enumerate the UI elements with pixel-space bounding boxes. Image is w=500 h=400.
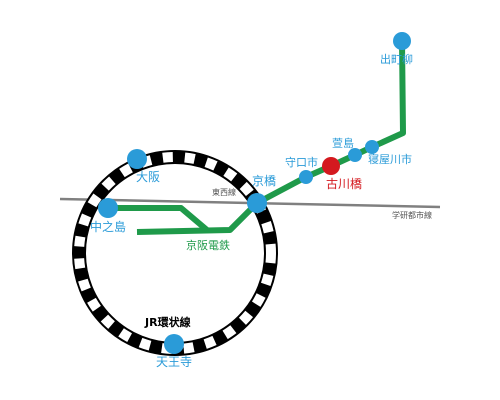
label-demachiyanagi: 出町柳 (380, 52, 413, 66)
label-tennoji: 天王寺 (156, 355, 192, 369)
label-nakanoshima: 中之島 (90, 219, 126, 234)
label-jr-loop-line: JR環状線 (144, 315, 191, 329)
station-neyagawashi[interactable] (365, 140, 379, 154)
station-osaka[interactable] (127, 149, 147, 169)
station-furukawabashi[interactable] (322, 157, 340, 175)
station-kyobashi[interactable] (247, 193, 267, 213)
label-kayashima: 萱島 (332, 136, 354, 150)
label-kyobashi: 京橋 (252, 174, 276, 188)
station-moriguchishi[interactable] (299, 170, 313, 184)
label-osaka: 大阪 (136, 170, 160, 184)
label-tozai-line: 東西線 (212, 187, 236, 197)
station-kayashima[interactable] (348, 148, 362, 162)
label-keihan-line: 京阪電鉄 (186, 238, 230, 252)
label-furukawabashi: 古川橋 (326, 176, 362, 191)
station-tennoji[interactable] (164, 334, 184, 354)
label-neyagawashi: 寝屋川市 (368, 152, 412, 166)
station-demachiyanagi[interactable] (393, 32, 411, 50)
station-nakanoshima[interactable] (98, 198, 118, 218)
label-moriguchishi: 守口市 (285, 155, 318, 169)
label-gakken-line: 学研都市線 (392, 210, 432, 220)
